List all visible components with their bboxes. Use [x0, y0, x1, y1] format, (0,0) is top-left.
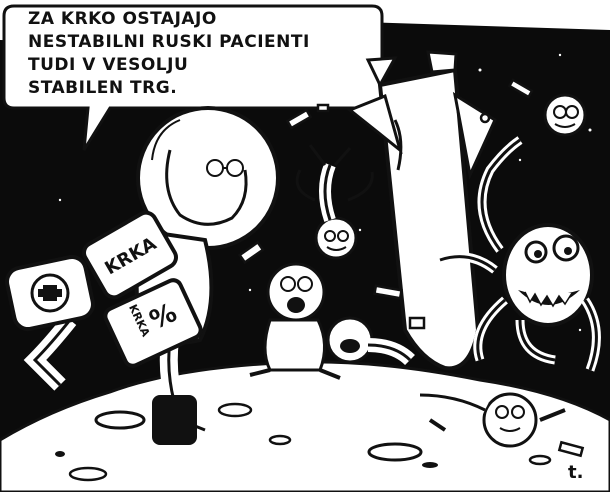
- speech-line-1: ZA KRKO OSTAJAJO: [28, 9, 217, 29]
- speech-line-4: STABILEN TRG.: [28, 78, 178, 98]
- fallen-astronaut: [326, 316, 415, 366]
- tentacle-monster: [438, 136, 601, 372]
- crater: [217, 402, 253, 418]
- rocket: [347, 50, 497, 371]
- screaming-astronaut: [249, 262, 341, 380]
- speech-bubble-text: ZA KRKO OSTAJAJO NESTABILNI RUSKI PACIEN…: [28, 8, 358, 100]
- crater: [268, 434, 292, 446]
- speech-line-3: TUDI V VESOLJU: [28, 55, 189, 75]
- crater: [68, 466, 108, 482]
- floating-astronaut: [543, 93, 587, 137]
- pill-pack: % KRKA: [103, 278, 203, 368]
- crater: [94, 410, 146, 430]
- lying-astronaut: [419, 387, 566, 448]
- floating-debris: [237, 78, 585, 458]
- medicine-canister: KRKA: [5, 210, 178, 332]
- speech-line-2: NESTABILNI RUSKI PACIENTI: [28, 32, 310, 52]
- tumbling-astronaut: [295, 144, 374, 260]
- stars: [58, 53, 592, 332]
- crater: [55, 451, 65, 457]
- artist-signature: t.: [568, 462, 583, 483]
- crater: [422, 462, 438, 468]
- crater: [367, 442, 423, 462]
- speech-bubble: [2, 4, 384, 151]
- crater: [528, 454, 552, 466]
